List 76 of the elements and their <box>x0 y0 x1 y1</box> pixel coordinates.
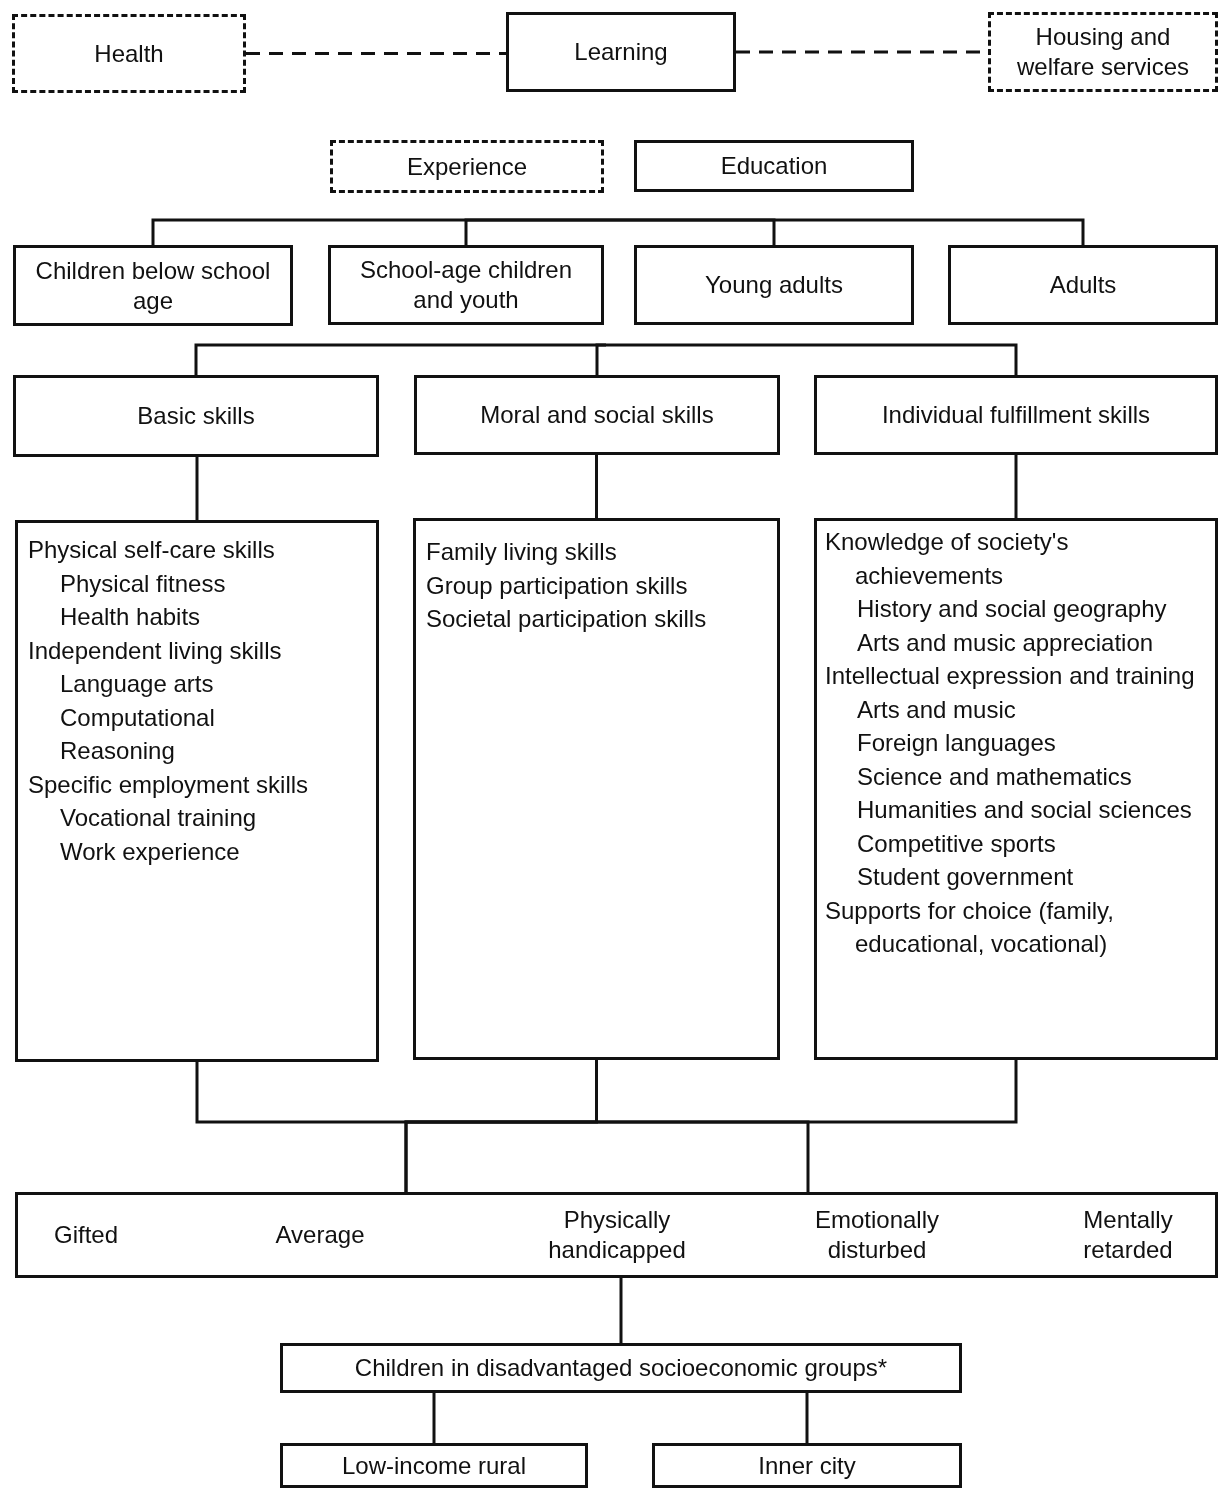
connector-line <box>595 343 606 375</box>
category-label: Physically handicapped <box>547 1205 687 1265</box>
list-item: Science and mathematics <box>856 761 1133 792</box>
box-label: Education <box>719 151 829 181</box>
list-item: Intellectual expression and training <box>825 661 1196 691</box>
process-box <box>328 245 604 325</box>
box-label: Basic skills <box>136 401 256 431</box>
process-box <box>330 140 604 193</box>
list-item: Physical self-care skills <box>28 535 276 565</box>
list-item: History and social geography <box>856 594 1168 624</box>
process-box <box>948 245 1218 325</box>
list-item: Family living skills <box>426 537 618 567</box>
connector-line <box>195 1062 810 1192</box>
list-item: Student government <box>856 862 1075 892</box>
list-box <box>15 520 379 1062</box>
process-box <box>12 14 246 93</box>
box-label: Learning <box>573 37 669 67</box>
list-item: Language arts <box>59 669 215 699</box>
process-box <box>652 1443 962 1488</box>
connector-line <box>195 457 199 520</box>
dashed-connector <box>246 52 506 55</box>
category-label: Mentally retarded <box>1082 1205 1174 1265</box>
process-box <box>280 1443 588 1488</box>
box-label: Housing and welfare services <box>1015 22 1191 82</box>
process-box <box>13 245 293 326</box>
category-label: Average <box>275 1220 365 1250</box>
list-box <box>413 518 780 1060</box>
list-item: Competitive sports <box>856 828 1057 859</box>
box-label: Children in disadvantaged socioeconomic groups* <box>353 1353 889 1383</box>
connector-line <box>404 1060 1018 1192</box>
process-box <box>15 1192 1218 1278</box>
box-label: Experience <box>405 151 529 182</box>
process-box <box>13 375 379 457</box>
connector-line <box>619 1278 623 1343</box>
connector-line <box>805 1393 809 1443</box>
box-label: Individual fulfillment skills <box>880 400 1152 430</box>
box-label: Health <box>93 38 165 69</box>
list-item: Physical fitness <box>59 568 227 599</box>
list-item: Reasoning <box>59 736 176 766</box>
connector-line <box>595 455 598 518</box>
list-item: Specific employment skills <box>28 769 310 800</box>
list-item: Knowledge of society's achievements <box>825 527 1070 591</box>
process-box <box>280 1343 962 1393</box>
connector-line <box>464 218 618 245</box>
connector-line <box>606 343 1018 375</box>
connector-line <box>1014 455 1018 518</box>
category-label: Emotionally disturbed <box>813 1205 941 1265</box>
list-item: Group participation skills <box>426 570 689 601</box>
box-label: Low-income rural <box>340 1450 528 1481</box>
process-box <box>414 375 780 455</box>
list-item: Health habits <box>59 602 202 632</box>
list-item: Independent living skills <box>28 635 283 666</box>
list-item: Arts and music <box>856 694 1017 725</box>
list-item: Computational <box>59 702 216 733</box>
list-item: Humanities and social sciences <box>856 795 1193 825</box>
box-label: School-age children and youth <box>358 255 574 315</box>
list-item: Supports for choice (family, educational, vocational) <box>825 895 1115 959</box>
process-box <box>634 245 914 325</box>
list-box <box>814 518 1218 1060</box>
process-box <box>634 140 914 192</box>
list-item: Work experience <box>59 836 241 867</box>
list-item: Foreign languages <box>856 728 1057 758</box>
process-box <box>988 12 1218 92</box>
process-box <box>506 12 736 92</box>
list-item: Societal participation skills <box>426 604 708 634</box>
box-label: Young adults <box>704 270 844 300</box>
box-label: Moral and social skills <box>479 400 715 430</box>
box-label: Inner city <box>757 1450 857 1481</box>
box-label: Adults <box>1048 270 1118 300</box>
list-item: Arts and music appreciation <box>856 627 1155 658</box>
box-label: Children below school age <box>34 255 272 316</box>
connector-line <box>432 1393 436 1443</box>
category-label: Gifted <box>54 1220 118 1250</box>
connector-line <box>618 218 1085 245</box>
list-item: Vocational training <box>59 803 258 833</box>
process-box <box>814 375 1218 455</box>
